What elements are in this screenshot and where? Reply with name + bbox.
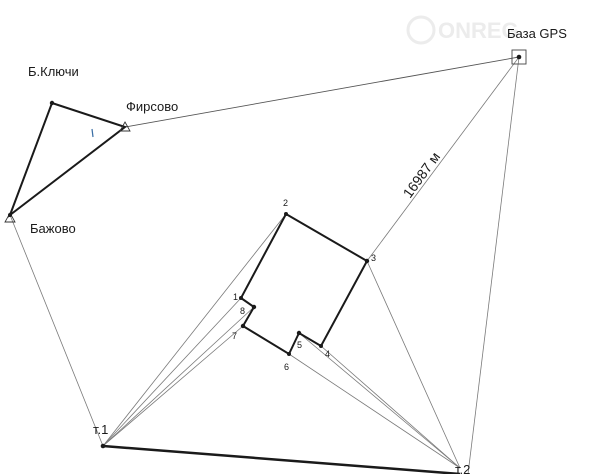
vertex-label-3: 3	[371, 253, 376, 263]
b-klyuchi-label: Б.Ключи	[28, 64, 79, 79]
vertex-label-6: 6	[284, 362, 289, 372]
distance-label: 16987 м	[399, 149, 443, 201]
station-firsovo: Фирсово	[119, 99, 178, 132]
triangle-station-icon	[119, 121, 131, 132]
firsovo-label: Фирсово	[126, 99, 178, 114]
ray-t2-p4	[320, 345, 461, 469]
ray-t1-p2	[102, 213, 287, 447]
ray-t1-p7	[102, 325, 244, 447]
vertex-5	[296, 330, 302, 336]
ray-t1-p8	[102, 306, 255, 447]
line-gps-p3	[366, 56, 520, 262]
line-firsovo-gps	[124, 56, 520, 128]
watermark-logo-icon	[406, 15, 436, 45]
station-b-klyuchi: Б.Ключи	[28, 64, 79, 106]
vertex-2	[284, 212, 288, 216]
vertex-label-5: 5	[297, 340, 302, 350]
vertex-label-1: 1	[233, 292, 238, 302]
vertex-1	[239, 296, 243, 300]
station-t1: т.1	[93, 422, 108, 449]
ray-t1-p1	[102, 297, 242, 447]
network-lines	[9, 56, 520, 474]
b-klyuchi-dot	[49, 100, 55, 106]
parcel-labels: 1 2 3 4 5 6 7 8	[232, 198, 376, 372]
station-gps-base: База GPS	[507, 26, 567, 65]
t2-label: т.2	[455, 462, 470, 474]
dot-icon	[100, 443, 106, 449]
ray-t2-p5	[298, 332, 461, 469]
line-t1-t2	[102, 444, 461, 474]
station-t2: т.2	[455, 462, 470, 474]
vertex-8	[251, 304, 257, 310]
square-station-icon	[511, 49, 527, 65]
bazhovo-label: Бажово	[30, 221, 76, 236]
vertex-7	[240, 323, 246, 329]
vertex-label-7: 7	[232, 331, 237, 341]
line-gps-t2	[467, 56, 520, 474]
vertex-4	[319, 344, 323, 348]
line-bazhovo-t1	[9, 214, 104, 447]
gps-base-label: База GPS	[507, 26, 567, 41]
station-bazhovo: Бажово	[4, 212, 76, 236]
accent-mark	[91, 128, 94, 138]
vertex-label-4: 4	[325, 349, 330, 359]
parcel-boundary	[239, 212, 369, 356]
ray-t2-p6	[288, 353, 461, 469]
vertex-label-8: 8	[240, 306, 245, 316]
triangle-station-icon	[4, 212, 16, 223]
t1-label: т.1	[93, 422, 108, 437]
watermark: ONREG	[406, 15, 519, 45]
watermark-text: ONREG	[438, 18, 519, 43]
ray-t2-p3	[366, 260, 461, 469]
vertex-label-2: 2	[283, 198, 288, 208]
bazhovo-dot	[8, 213, 12, 217]
base-lines	[7, 101, 461, 474]
gps-base-dot	[516, 54, 522, 60]
triangle-b-klyuchi-firsovo-bazhovo	[7, 101, 128, 218]
parcel-vertices	[239, 212, 370, 356]
vertex-6	[287, 352, 291, 356]
vertex-3	[364, 258, 370, 264]
